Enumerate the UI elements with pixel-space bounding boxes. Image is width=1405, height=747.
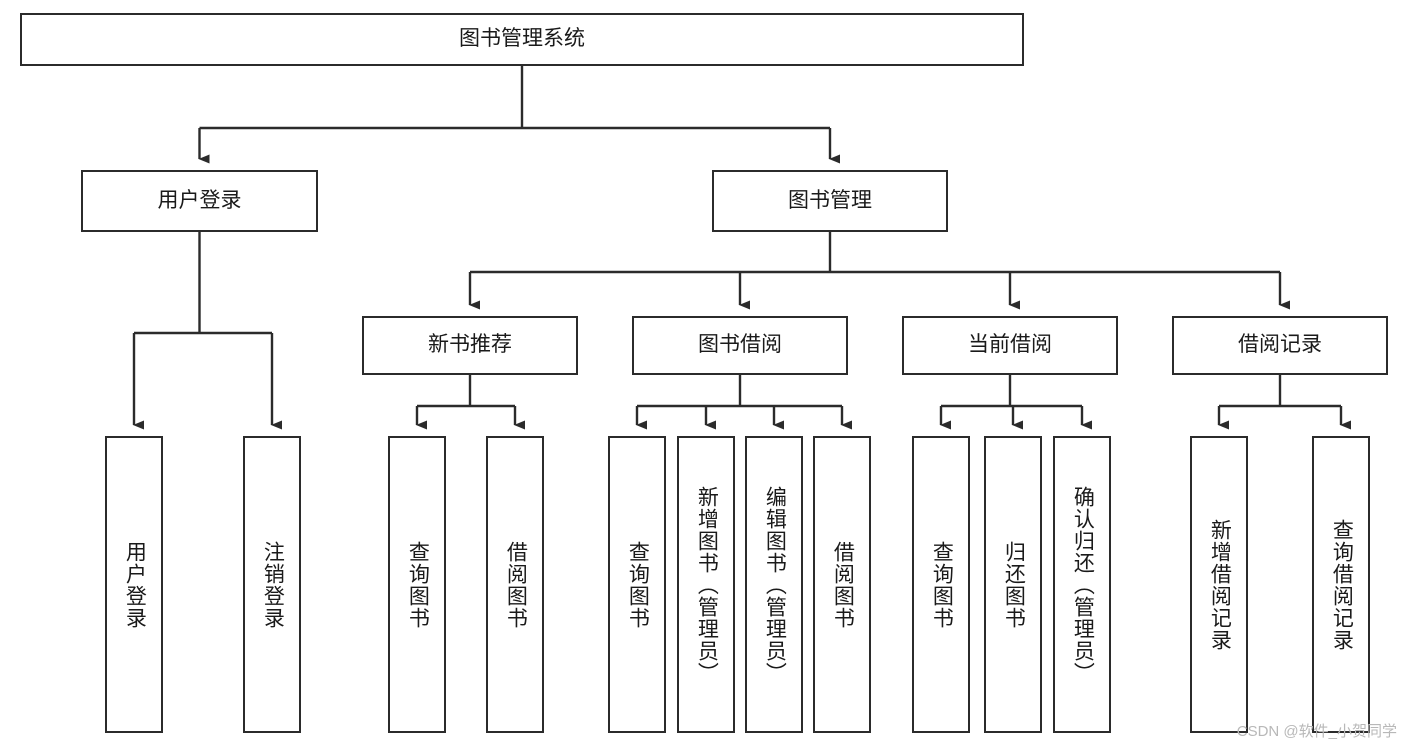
- node-label: 借阅图书: [831, 540, 855, 629]
- node-l-borrow-book-1[interactable]: 借阅图书: [486, 436, 544, 733]
- node-l-query-book-1[interactable]: 查询图书: [388, 436, 446, 733]
- node-book-mgmt[interactable]: 图书管理: [712, 170, 948, 232]
- node-l-confirm-ret[interactable]: 确认归还（管理员）: [1053, 436, 1111, 733]
- node-label: 新增借阅记录: [1208, 518, 1232, 651]
- node-l-user-logout[interactable]: 注销登录: [243, 436, 301, 733]
- node-label: 注销登录: [261, 540, 285, 629]
- node-l-add-log[interactable]: 新增借阅记录: [1190, 436, 1248, 733]
- node-label: 当前借阅: [968, 333, 1052, 357]
- node-l-user-login[interactable]: 用户登录: [105, 436, 163, 733]
- node-label: 图书借阅: [698, 333, 782, 357]
- node-root[interactable]: 图书管理系统: [20, 13, 1024, 66]
- node-label: 用户登录: [123, 540, 147, 629]
- node-l-query-log[interactable]: 查询借阅记录: [1312, 436, 1370, 733]
- node-label: 查询图书: [930, 540, 954, 629]
- node-label: 用户登录: [157, 188, 242, 212]
- node-cur-borrow[interactable]: 当前借阅: [902, 316, 1118, 375]
- node-label: 查询图书: [626, 540, 650, 629]
- node-label: 图书管理系统: [459, 27, 585, 51]
- node-user-login[interactable]: 用户登录: [81, 170, 318, 232]
- node-label: 编辑图书（管理员）: [763, 485, 787, 684]
- node-label: 借阅记录: [1238, 333, 1322, 357]
- node-l-edit-book[interactable]: 编辑图书（管理员）: [745, 436, 803, 733]
- node-l-query-book-3[interactable]: 查询图书: [912, 436, 970, 733]
- node-label: 借阅图书: [504, 540, 528, 629]
- node-label: 查询图书: [406, 540, 430, 629]
- node-l-return-book[interactable]: 归还图书: [984, 436, 1042, 733]
- node-label: 查询借阅记录: [1330, 518, 1354, 651]
- node-book-borrow[interactable]: 图书借阅: [632, 316, 848, 375]
- node-new-rec[interactable]: 新书推荐: [362, 316, 578, 375]
- node-label: 新书推荐: [428, 333, 512, 357]
- node-l-query-book-2[interactable]: 查询图书: [608, 436, 666, 733]
- node-label: 确认归还（管理员）: [1071, 485, 1095, 684]
- node-label: 归还图书: [1002, 540, 1026, 629]
- node-l-add-book[interactable]: 新增图书（管理员）: [677, 436, 735, 733]
- node-label: 图书管理: [788, 188, 872, 212]
- node-borrow-log[interactable]: 借阅记录: [1172, 316, 1388, 375]
- node-label: 新增图书（管理员）: [695, 485, 719, 684]
- node-l-borrow-book-2[interactable]: 借阅图书: [813, 436, 871, 733]
- edge-group: [132, 66, 1351, 430]
